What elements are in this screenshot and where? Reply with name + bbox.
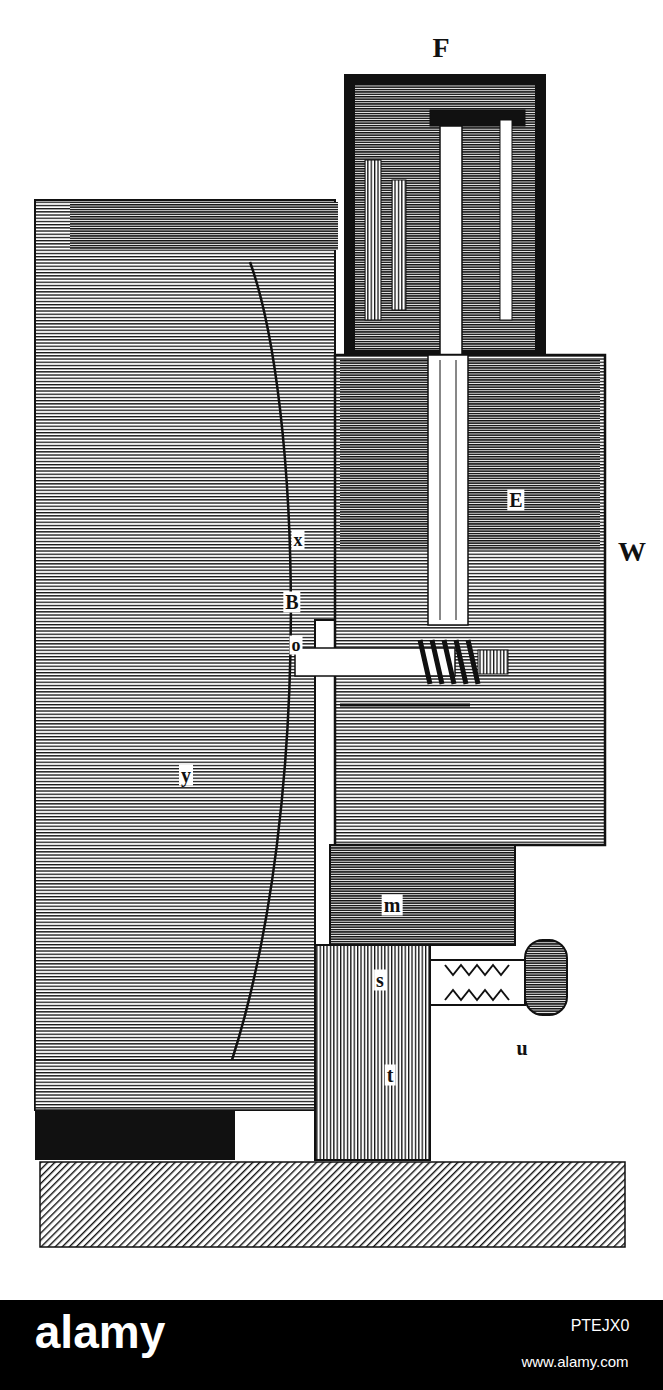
watermark-url: www.alamy.com [519,1354,630,1370]
image-id: PTEJX0 [569,1318,632,1335]
part-letter: u [514,1038,529,1059]
part-letter: s [374,970,386,991]
part-letter: o [290,636,303,655]
part-letter: F [430,33,451,62]
part-letter: B [283,592,300,613]
part-letter: m [382,895,403,916]
part-letter: y [179,765,193,786]
part-letter: x [292,531,305,550]
part-letter: E [507,490,524,511]
watermark-logo: alamy [33,1308,167,1356]
part-letter: W [616,537,648,566]
part-letter: t [385,1065,396,1086]
